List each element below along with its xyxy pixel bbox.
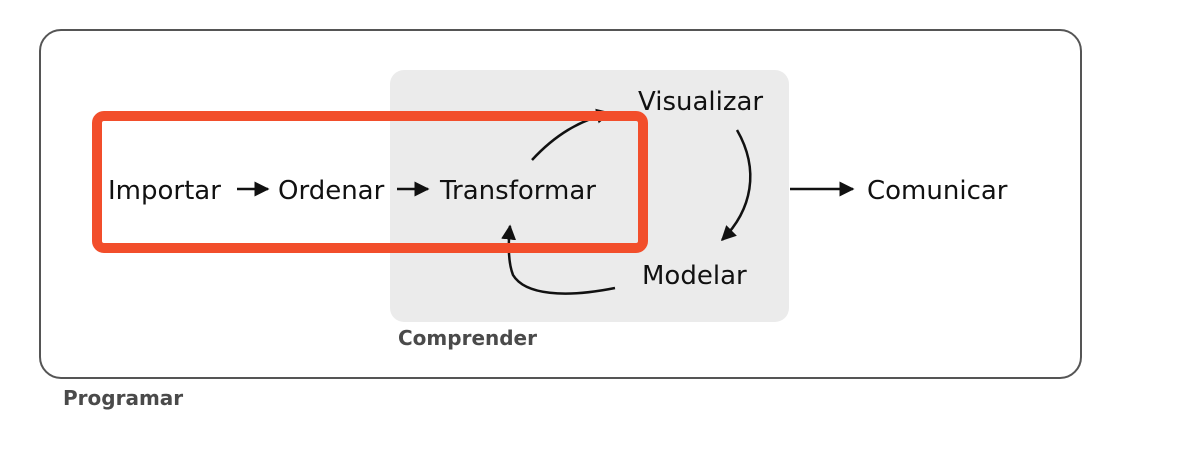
group-label-understand: Comprender xyxy=(398,326,537,350)
group-label-program: Programar xyxy=(63,386,184,410)
node-visualize: Visualizar xyxy=(638,87,764,117)
arrow-visualize-to-model xyxy=(720,129,752,242)
highlight-frame xyxy=(92,111,648,253)
node-import: Importar xyxy=(108,176,221,206)
node-model: Modelar xyxy=(642,261,747,291)
node-tidy: Ordenar xyxy=(278,176,385,206)
node-communicate: Comunicar xyxy=(867,176,1008,206)
node-transform: Transformar xyxy=(440,176,596,206)
program-box xyxy=(39,29,1082,379)
